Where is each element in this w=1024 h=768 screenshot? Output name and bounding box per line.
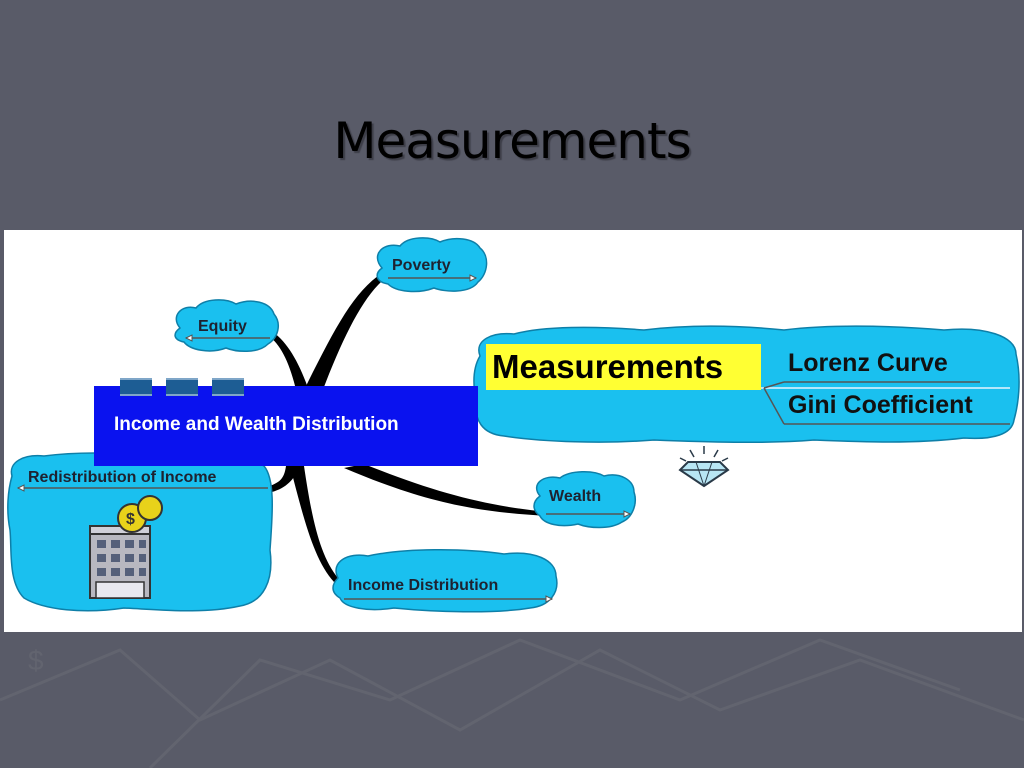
poverty-cloud: [376, 237, 488, 293]
poverty-connector: [304, 272, 388, 392]
center-node: Income and Wealth Distribution: [94, 378, 478, 466]
connector-lines: [266, 272, 549, 582]
measurements-highlight: Measurements: [486, 344, 761, 390]
equity-cloud: [174, 299, 280, 352]
equity-label: Equity: [198, 318, 247, 335]
center-node-label: Income and Wealth Distribution: [114, 414, 399, 435]
income-distribution-cloud: [332, 549, 558, 613]
node-tab: [120, 378, 152, 396]
wealth-label: Wealth: [549, 488, 602, 505]
svg-text:$: $: [126, 511, 135, 528]
bank-building-coins-icon: $: [89, 495, 163, 599]
node-tab: [212, 378, 244, 396]
gini-coefficient-label: Gini Coefficient: [788, 391, 973, 419]
slide-title: Measurements: [333, 112, 691, 170]
income-distribution-label: Income Distribution: [348, 577, 499, 594]
income-distribution-connector: [290, 466, 338, 582]
poverty-label: Poverty: [392, 257, 451, 274]
wealth-cloud: [533, 471, 636, 529]
redistribution-label: Redistribution of Income: [28, 469, 217, 486]
wealth-connector: [344, 464, 549, 516]
svg-text:$: $: [28, 645, 44, 676]
diamond-icon: [678, 446, 730, 488]
lorenz-curve-label: Lorenz Curve: [788, 349, 948, 377]
node-tab: [166, 378, 198, 396]
measurements-label: Measurements: [492, 348, 724, 385]
mind-map-diagram: $: [4, 230, 1022, 632]
equity-connector: [266, 330, 308, 390]
